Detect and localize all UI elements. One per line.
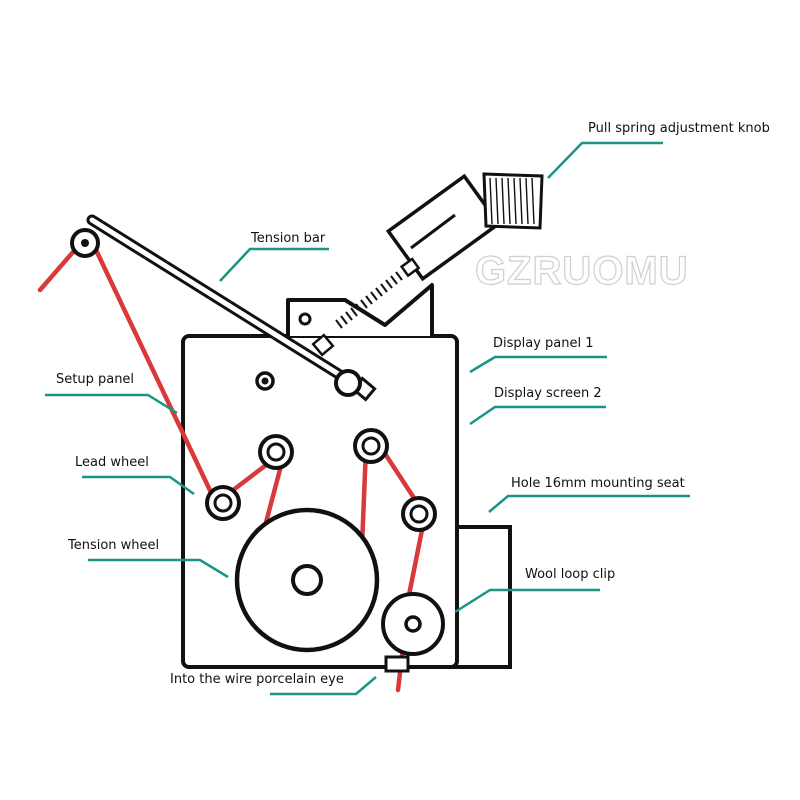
label-display-screen-2: Display screen 2 [494, 386, 602, 401]
label-display-panel-1: Display panel 1 [493, 336, 594, 351]
leader-display-screen-2 [469, 405, 606, 426]
label-wool-loop-clip: Wool loop clip [525, 567, 615, 582]
lead-wheel-4 [401, 496, 437, 532]
lead-wheel-3 [353, 428, 389, 464]
label-setup-panel: Setup panel [56, 372, 134, 387]
leader-porcelain-eye [270, 676, 377, 696]
leader-tension-wheel [88, 558, 229, 579]
leader-wool-loop-clip [454, 588, 600, 614]
label-porcelain-eye: Into the wire porcelain eye [170, 672, 344, 687]
label-pull-spring-knob: Pull spring adjustment knob [588, 121, 770, 136]
leader-tension-bar [219, 247, 329, 282]
wool-loop-clip-wheel [381, 592, 445, 656]
spring-knob-assembly [311, 172, 544, 357]
leader-display-panel-1 [469, 355, 607, 374]
leader-setup-panel [45, 393, 178, 415]
tension-wheel [234, 507, 380, 653]
watermark: GZRUOMU [475, 249, 689, 293]
leader-pull-spring-knob [547, 141, 663, 179]
label-tension-bar: Tension bar [250, 231, 326, 246]
tension-bar-pivot [334, 369, 362, 397]
bracket-screw [298, 312, 312, 326]
pull-spring-knob[interactable] [482, 172, 544, 230]
tension-bar[interactable] [86, 214, 377, 402]
label-hole-mounting-seat: Hole 16mm mounting seat [511, 476, 685, 491]
pull-spring-coil [335, 271, 403, 329]
leader-lead-wheel [82, 475, 195, 496]
lead-wheel-2 [258, 434, 294, 470]
leader-lines [45, 141, 690, 696]
porcelain-eye [384, 655, 410, 673]
leader-hole-mounting-seat [488, 494, 690, 513]
label-lead-wheel: Lead wheel [75, 455, 149, 470]
lead-wheel-1 [205, 485, 241, 521]
label-tension-wheel: Tension wheel [67, 538, 159, 553]
